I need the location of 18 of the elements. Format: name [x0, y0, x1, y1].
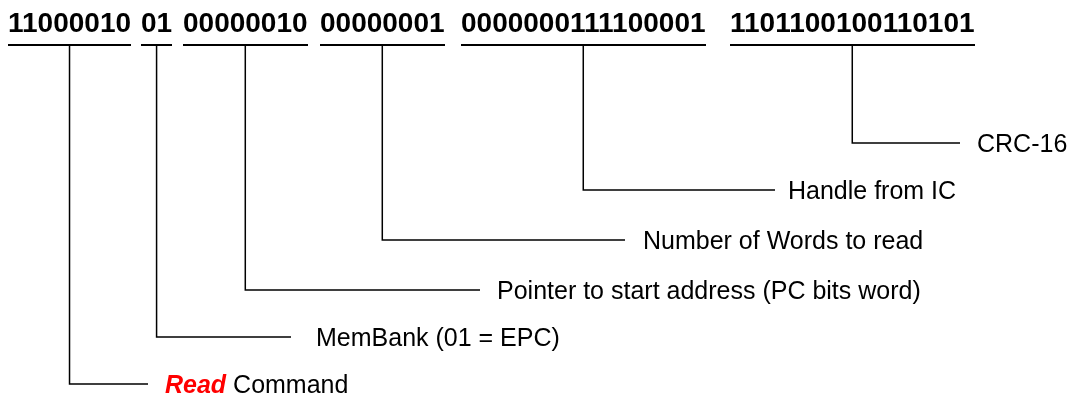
- field-label: CRC-16: [977, 127, 1068, 159]
- bit-field: 01: [141, 6, 173, 46]
- bit-field: 11000010: [8, 6, 132, 46]
- field-label: Number of Words to read: [643, 224, 924, 256]
- field-label: MemBank (01 = EPC): [316, 321, 560, 353]
- leader-line: [851, 45, 961, 144]
- field-label: Pointer to start address (PC bits word): [497, 274, 921, 306]
- leader-line: [155, 45, 292, 338]
- bit-field: 00000010: [183, 6, 308, 46]
- field-label: Read Command: [165, 368, 349, 400]
- leader-line: [381, 45, 626, 241]
- bit-field: 00000001: [320, 6, 445, 46]
- leader-line: [244, 45, 481, 291]
- bit-field: 0000000111100001: [461, 6, 706, 46]
- leader-line: [582, 45, 776, 191]
- field-label: Handle from IC: [788, 174, 957, 206]
- leader-line: [68, 45, 149, 385]
- bit-field: 1101100100110101: [730, 6, 975, 46]
